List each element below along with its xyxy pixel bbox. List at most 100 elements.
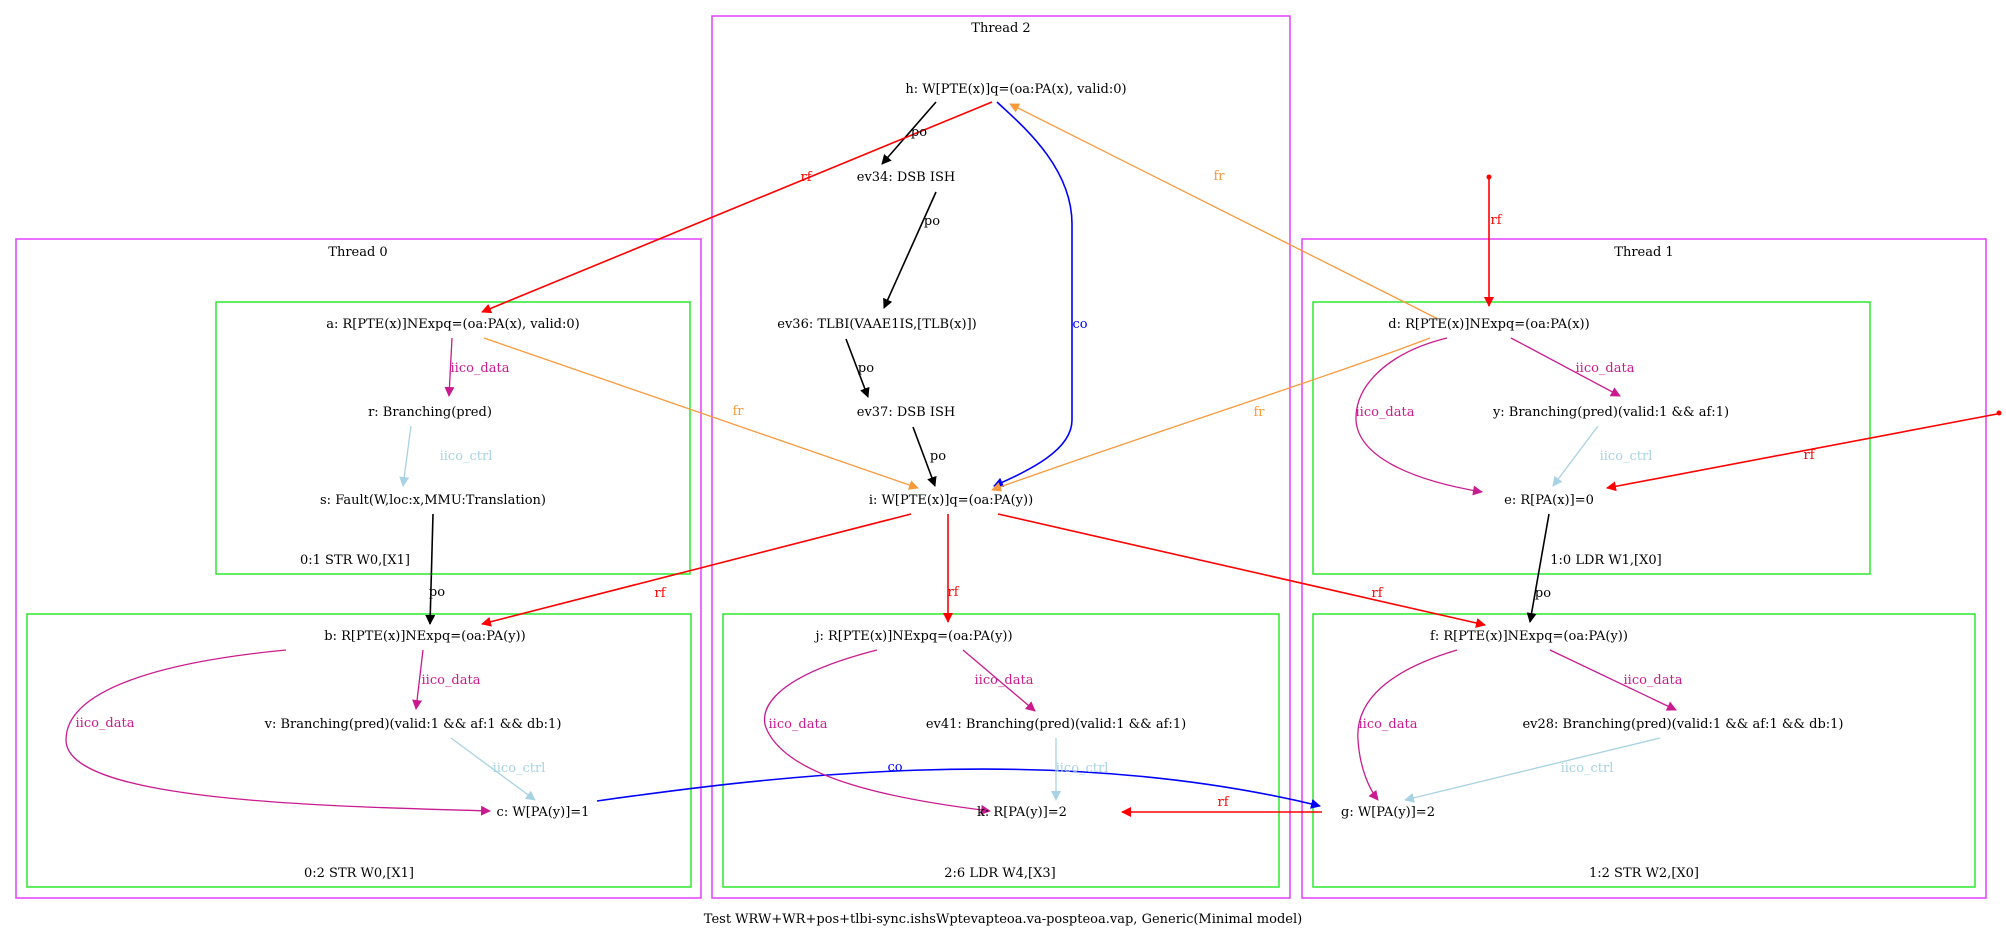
- event-node-c: c: W[PA(y)]=1: [497, 805, 590, 820]
- edge-label-iico_ctrl: iico_ctrl: [1056, 761, 1109, 776]
- thread-cluster-t0: Thread 0: [15, 238, 702, 899]
- event-node-ev36: ev36: TLBI(VAAE1IS,[TLB(x)]): [777, 317, 976, 332]
- instruction-cluster-i12: 1:2 STR W2,[X0]: [1312, 613, 1976, 888]
- edge-co-h-i: [993, 101, 1073, 487]
- edge-label-iico_data: iico_data: [1359, 717, 1418, 732]
- instruction-cluster-i26: 2:6 LDR W4,[X3]: [722, 613, 1280, 888]
- event-node-g: g: W[PA(y)]=2: [1341, 805, 1435, 820]
- edge-fr-d-i: [991, 337, 1431, 492]
- edge-label-iico_ctrl: iico_ctrl: [440, 449, 493, 464]
- edge-label-rf: rf: [800, 170, 812, 185]
- instruction-label-i10: 1:0 LDR W1,[X0]: [1550, 553, 1661, 568]
- event-node-s: s: Fault(W,loc:x,MMU:Translation): [320, 493, 546, 508]
- edge-iico_data-a-r: [444, 337, 455, 397]
- instruction-cluster-i10: 1:0 LDR W1,[X0]: [1312, 301, 1871, 575]
- edge-po-ev37-i: [912, 426, 937, 487]
- edge-label-rf: rf: [654, 586, 666, 601]
- edge-label-fr: fr: [732, 404, 744, 419]
- event-node-i: i: W[PTE(x)]q=(oa:PA(y)): [869, 493, 1033, 508]
- thread-cluster-t2: Thread 2: [711, 15, 1291, 899]
- edge-co-c-g: [596, 768, 1321, 809]
- edge-iico_data-f-g: [1357, 649, 1458, 801]
- event-node-d: d: R[PTE(x)]NExpq=(oa:PA(x)): [1388, 317, 1589, 332]
- event-node-y: y: Branching(pred)(valid:1 && af:1): [1492, 405, 1729, 420]
- initial-state-dot: [1486, 174, 1492, 180]
- edge-label-fr: fr: [1253, 405, 1265, 420]
- edge-label-po: po: [1535, 586, 1551, 601]
- thread-cluster-t1: Thread 1: [1301, 238, 1987, 899]
- edge-iico_ctrl-y-e: [1552, 425, 1599, 487]
- edge-label-po: po: [930, 449, 946, 464]
- edge-label-iico_data: iico_data: [1624, 673, 1683, 688]
- edge-iico_data-j-k: [763, 649, 991, 815]
- edge-label-iico_data: iico_data: [422, 673, 481, 688]
- edge-po-s-b: [425, 513, 436, 625]
- instruction-label-i12: 1:2 STR W2,[X0]: [1589, 866, 1699, 881]
- edge-po-ev36-ev37: [845, 338, 870, 398]
- edge-label-iico_data: iico_data: [451, 361, 510, 376]
- edge-label-po: po: [858, 361, 874, 376]
- event-node-b: b: R[PTE(x)]NExpq=(oa:PA(y)): [324, 629, 525, 644]
- edge-label-iico_ctrl: iico_ctrl: [1561, 761, 1614, 776]
- edge-label-iico_data: iico_data: [769, 717, 828, 732]
- edge-iico_ctrl-ev28-g: [1404, 737, 1661, 803]
- edge-iico_data-b-c: [65, 649, 491, 816]
- instruction-label-i02: 0:2 STR W0,[X1]: [304, 866, 414, 881]
- edge-label-rf: rf: [947, 585, 959, 600]
- edge-po-ev34-ev36: [883, 191, 937, 309]
- edge-rf-i-f: [997, 513, 1486, 628]
- edge-iico_data-f-ev28: [1549, 649, 1677, 711]
- edge-label-po: po: [924, 214, 940, 229]
- event-node-r: r: Branching(pred): [368, 405, 492, 420]
- event-node-v: v: Branching(pred)(valid:1 && af:1 && db…: [264, 717, 562, 732]
- instruction-label-i26: 2:6 LDR W4,[X3]: [944, 866, 1055, 881]
- thread-label-t2: Thread 2: [971, 21, 1030, 36]
- edge-label-iico_data: iico_data: [76, 716, 135, 731]
- event-node-e: e: R[PA(x)]=0: [1504, 493, 1594, 508]
- event-node-j: j: R[PTE(x)]NExpq=(oa:PA(y)): [813, 629, 1012, 644]
- edge-label-iico_data: iico_data: [1356, 405, 1415, 420]
- edge-label-po: po: [911, 125, 927, 140]
- instruction-cluster-i01: 0:1 STR W0,[X1]: [215, 301, 691, 575]
- edge-label-iico_ctrl: iico_ctrl: [493, 761, 546, 776]
- edge-po-e-f: [1526, 513, 1550, 623]
- edge-label-rf: rf: [1371, 586, 1383, 601]
- edge-label-po: po: [429, 585, 445, 600]
- initial-state-dot: [1996, 410, 2002, 416]
- thread-label-t1: Thread 1: [1614, 245, 1673, 260]
- edge-fr-d-h: [1009, 103, 1439, 320]
- edge-po-h-ev34: [881, 101, 937, 165]
- edge-label-co: co: [887, 760, 902, 775]
- thread-label-t0: Thread 0: [328, 245, 387, 260]
- edge-rf-i-b: [481, 513, 912, 627]
- edge-label-co: co: [1072, 317, 1087, 332]
- edge-iico_data-d-e: [1355, 337, 1483, 496]
- edge-rf-init-e: [1606, 413, 1998, 492]
- edge-label-rf: rf: [1803, 448, 1815, 463]
- event-node-ev37: ev37: DSB ISH: [857, 405, 955, 420]
- edge-iico_data-j-ev41: [962, 649, 1036, 712]
- edge-iico_ctrl-v-c: [450, 737, 536, 801]
- edge-iico_data-d-y: [1510, 337, 1621, 397]
- edge-rf-h-a: [481, 101, 993, 314]
- diagram-caption: Test WRW+WR+pos+tlbi-sync.ishsWptevapteo…: [704, 912, 1302, 927]
- edge-label-rf: rf: [1490, 213, 1502, 228]
- event-node-f: f: R[PTE(x)]NExpq=(oa:PA(y)): [1430, 629, 1628, 644]
- edge-label-fr: fr: [1213, 169, 1225, 184]
- edge-fr-a-i: [483, 337, 919, 490]
- event-node-ev34: ev34: DSB ISH: [857, 170, 955, 185]
- event-node-ev41: ev41: Branching(pred)(valid:1 && af:1): [926, 717, 1186, 732]
- event-node-h: h: W[PTE(x)]q=(oa:PA(x), valid:0): [905, 82, 1126, 97]
- edge-label-iico_ctrl: iico_ctrl: [1600, 449, 1653, 464]
- edge-label-iico_data: iico_data: [975, 673, 1034, 688]
- instruction-cluster-i02: 0:2 STR W0,[X1]: [26, 613, 692, 888]
- edge-iico_data-b-v: [412, 649, 424, 710]
- event-node-ev28: ev28: Branching(pred)(valid:1 && af:1 &&…: [1522, 717, 1843, 732]
- edge-iico_ctrl-r-s: [399, 425, 412, 487]
- event-node-a: a: R[PTE(x)]NExpq=(oa:PA(x), valid:0): [326, 317, 579, 332]
- instruction-label-i01: 0:1 STR W0,[X1]: [300, 553, 410, 568]
- edge-label-iico_data: iico_data: [1576, 361, 1635, 376]
- event-node-k: k: R[PA(y)]=2: [977, 805, 1067, 820]
- edge-label-rf: rf: [1217, 795, 1229, 810]
